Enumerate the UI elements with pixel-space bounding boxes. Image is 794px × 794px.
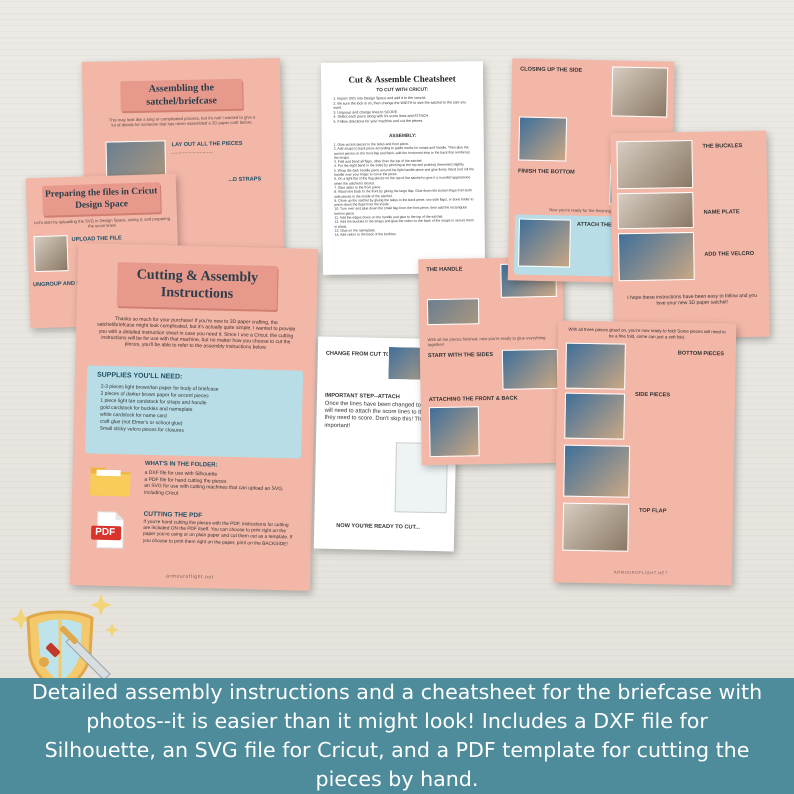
assembling-section-heading: LAY OUT ALL THE PIECES: [171, 140, 243, 149]
shield-sword-logo: [6, 592, 124, 702]
pdf-heading: CUTTING THE PDF: [143, 510, 203, 520]
closing-photo-4: [517, 218, 571, 268]
bottom-photo-4: [562, 502, 630, 552]
cheatsheet-title: Cut & Assemble Cheatsheet: [348, 73, 456, 85]
caption-text: Detailed assembly instructions and a che…: [31, 680, 763, 791]
cutting-intro: Thanks so much for your purchase! If you…: [97, 316, 296, 351]
bottom-photo-3: [563, 444, 631, 498]
folder-icon: [88, 461, 133, 498]
folder-item: an SVG for use with cutting machines tha…: [144, 482, 284, 497]
change-heading-2: IMPORTANT STEP--ATTACH: [324, 392, 400, 401]
closing-photo-1: [611, 66, 669, 118]
cheatsheet-assembly-heading: ASSEMBLY:: [388, 133, 417, 140]
cheatsheet-cricut-steps: 1. Import SVG into Design Space and add …: [333, 95, 473, 124]
cutting-title: Cutting & Assembly Instructions: [116, 262, 278, 310]
bottom-pieces-page: With all three pieces glued on, you're n…: [553, 320, 737, 586]
cutting-footer-url: armouroflight.net: [166, 573, 214, 581]
bottom-heading-1: BOTTOM PIECES: [677, 350, 725, 358]
buckles-photo-2: [617, 191, 694, 230]
preparing-title: Preparing the files in Cricut Design Spa…: [41, 182, 161, 216]
folder-list: a DXF file for use with Silhouette a PDF…: [144, 470, 295, 500]
buckles-heading-3: ADD THE VELCRO: [704, 250, 755, 258]
buckles-heading-2: NAME PLATE: [703, 209, 740, 216]
closing-photo-2: [518, 116, 568, 162]
bottom-photo-2: [564, 392, 626, 440]
preparing-photo-1: [33, 235, 69, 273]
handle-heading-1: THE HANDLE: [426, 266, 463, 274]
cricut-step: 5. Follow directions for your machine an…: [333, 118, 424, 124]
buckles-page: THE BUCKLES NAME PLATE ADD THE VELCRO I …: [610, 130, 770, 340]
preparing-intro: Let's start by uploading the SVG in Desi…: [33, 215, 171, 229]
cutting-instructions-page: Cutting & Assembly Instructions Thanks s…: [69, 243, 319, 591]
buckles-heading-1: THE BUCKLES: [702, 143, 743, 150]
handle-photo-4: [428, 406, 480, 458]
assembling-title: Assembling the satchel/briefcase: [120, 78, 243, 112]
assembling-section-text: ‒ ‒ ‒ ‒ ‒ ‒ ‒ ‒ ‒ ‒ ‒ ‒: [172, 148, 268, 155]
assembling-lines: ‒ ‒ ‒ ‒ ‒ ‒ ‒ ‒ ‒ ‒ ‒ ‒: [171, 149, 213, 156]
caption-banner: Detailed assembly instructions and a che…: [0, 678, 794, 794]
handle-heading-2: START WITH THE SIDES: [427, 351, 494, 360]
buckles-photo-3: [617, 231, 695, 282]
bottom-footer-url: ARMOUROFLIGHT.NET: [613, 569, 668, 576]
pdf-text: If you're hand cutting the pieces with t…: [142, 519, 293, 547]
cheatsheet-assembly-steps: 1. Glue accent pieces to the sides and f…: [334, 141, 475, 237]
handle-page: THE HANDLE With all the pieces finished,…: [418, 256, 566, 466]
bottom-photo-1: [565, 342, 626, 390]
cheatsheet-cricut-heading: TO CUT WITH CRICUT:: [376, 87, 429, 94]
handle-heading-3: ATTACHING THE FRONT & BACK: [428, 395, 518, 404]
assembling-section2-heading: ...D STRAPS: [228, 176, 262, 184]
supplies-list: 2-3 pieces light brown/tan paper for bod…: [100, 384, 297, 438]
handle-note: With all the pieces finished, now you're…: [427, 335, 546, 348]
closing-heading-2: FINISH THE BOTTOM: [517, 168, 575, 176]
bottom-intro: With all three pieces glued on, you're n…: [568, 326, 726, 340]
supplies-heading: SUPPLIES YOU'LL NEED:: [96, 371, 183, 381]
handle-photo-3: [501, 348, 559, 390]
pdf-icon: PDF: [89, 509, 130, 550]
preparing-upload-heading: UPLOAD THE FILE: [71, 235, 122, 243]
change-heading-3: NOW YOU'RE READY TO CUT...: [336, 522, 421, 531]
buckles-photo-1: [616, 139, 694, 190]
bottom-heading-3: TOP FLAP: [638, 507, 667, 515]
handle-photo-2: [426, 298, 480, 326]
bottom-heading-2: SIDE PIECES: [634, 391, 671, 399]
pdf-icon-label: PDF: [95, 526, 116, 539]
assembling-intro: This may look like a long or complicated…: [108, 114, 256, 128]
cheatsheet-page: Cut & Assemble Cheatsheet TO CUT WITH CR…: [320, 61, 486, 275]
folder-heading: WHAT'S IN THE FOLDER:: [144, 460, 218, 469]
closing-heading-1: CLOSING UP THE SIDE: [520, 66, 583, 74]
buckles-closing: I hope these instructions have been easy…: [627, 292, 758, 308]
assembly-step: 14. Add velcro to the back of the buckle…: [334, 232, 397, 237]
supplies-box: SUPPLIES YOU'LL NEED: 2-3 pieces light b…: [85, 365, 304, 459]
